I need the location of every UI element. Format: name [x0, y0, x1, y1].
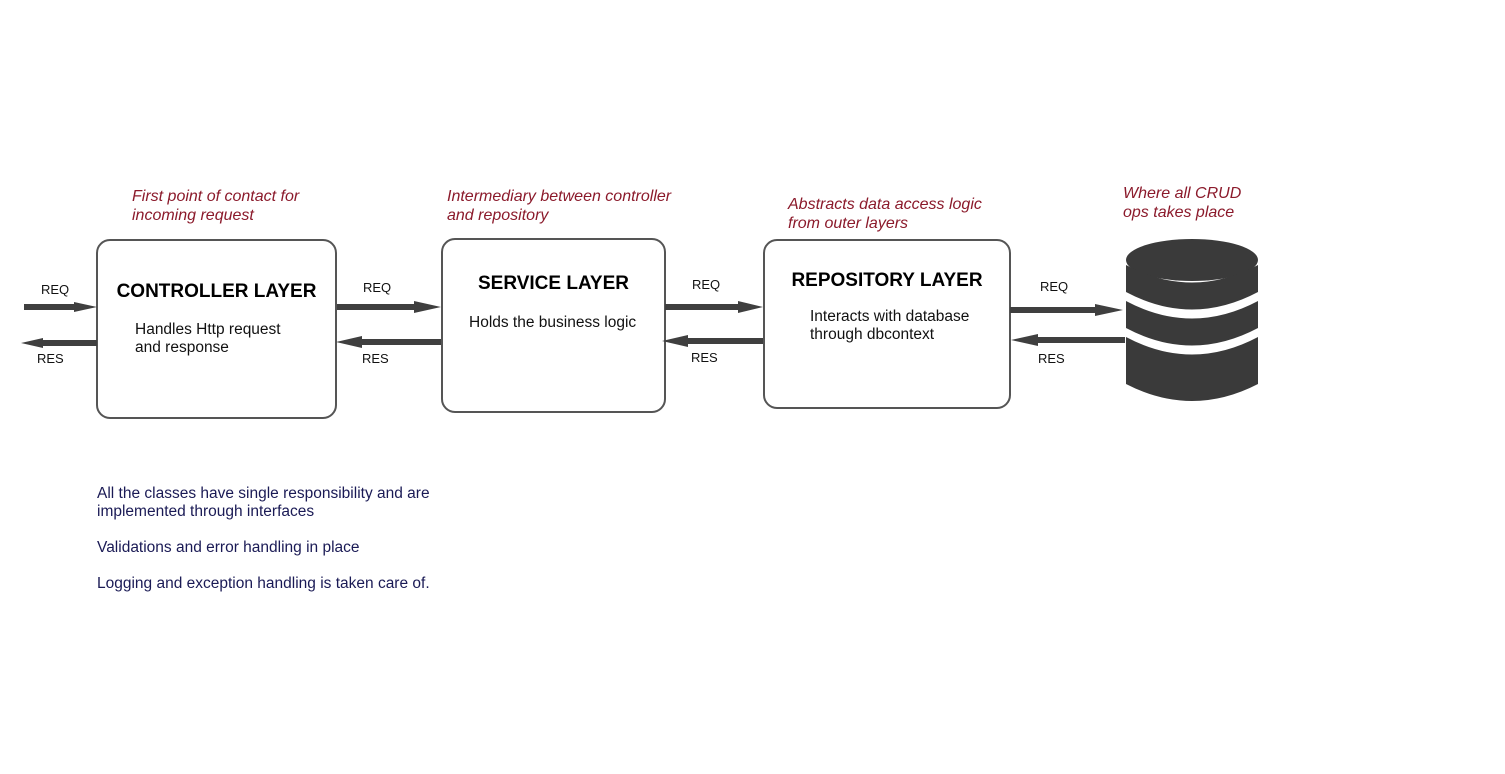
- service-layer-box: SERVICE LAYER Holds the business logic: [441, 238, 666, 413]
- req-arrow-repository-database: [1010, 304, 1123, 316]
- footer-note-logging: Logging and exception handling is taken …: [97, 575, 430, 592]
- controller-layer-title: CONTROLLER LAYER: [116, 281, 317, 302]
- service-layer-description: Holds the business logic: [469, 314, 637, 331]
- req-label: REQ: [363, 280, 392, 295]
- req-arrow-service-repository: [665, 301, 763, 313]
- req-label: REQ: [41, 282, 70, 297]
- controller-layer-box: CONTROLLER LAYER Handles Http request an…: [96, 239, 337, 419]
- controller-note: First point of contact for incoming requ…: [132, 188, 300, 224]
- res-label: RES: [691, 350, 718, 365]
- footer-note-validation: Validations and error handling in place: [97, 539, 360, 556]
- service-note: Intermediary between controller and repo…: [447, 188, 672, 224]
- repository-note: Abstracts data access logic from outer l…: [788, 196, 982, 232]
- repository-layer-description: Interacts with database through dbcontex…: [810, 308, 970, 343]
- repository-layer-box: REPOSITORY LAYER Interacts with database…: [763, 239, 1011, 409]
- req-label: REQ: [692, 277, 721, 292]
- footer-note-responsibility: All the classes have single responsibili…: [97, 485, 430, 520]
- res-arrow-service-controller: [336, 336, 441, 348]
- res-arrow-repository-service: [662, 335, 763, 347]
- res-label: RES: [37, 351, 64, 366]
- res-label: RES: [1038, 351, 1065, 366]
- database-icon: [1126, 239, 1258, 401]
- req-label: REQ: [1040, 279, 1069, 294]
- res-arrow-database-repository: [1011, 334, 1125, 346]
- res-arrow-controller-client: [21, 338, 97, 348]
- database-note: Where all CRUD ops takes place: [1123, 185, 1242, 221]
- repository-layer-title: REPOSITORY LAYER: [791, 270, 983, 291]
- req-arrow-controller-service: [337, 301, 441, 313]
- res-label: RES: [362, 351, 389, 366]
- req-arrow-client-controller: [24, 302, 97, 312]
- service-layer-title: SERVICE LAYER: [478, 273, 629, 294]
- controller-layer-description: Handles Http request and response: [135, 321, 281, 356]
